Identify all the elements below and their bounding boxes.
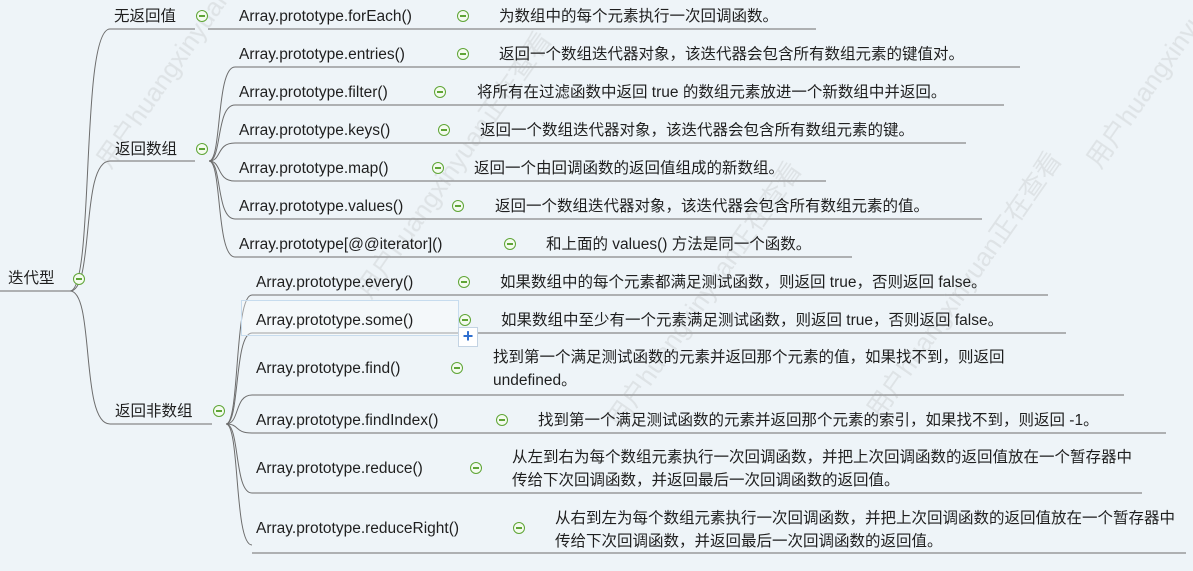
group-label: 无返回值 <box>114 8 177 25</box>
method-node[interactable]: Array.prototype.reduceRight() <box>256 519 459 539</box>
method-label: Array.prototype.keys() <box>239 122 391 139</box>
method-node[interactable]: Array.prototype.forEach() <box>239 7 412 27</box>
collapse-icon[interactable] <box>457 48 469 60</box>
collapse-icon[interactable] <box>452 200 464 212</box>
method-description: 返回一个数组迭代器对象，该迭代器会包含所有数组元素的键。 <box>480 122 915 139</box>
method-description: 和上面的 values() 方法是同一个函数。 <box>546 236 812 253</box>
method-description: 从左到右为每个数组元素执行一次回调函数，并把上次回调函数的返回值放在一个暂存器中… <box>512 449 1133 489</box>
collapse-icon[interactable] <box>458 276 470 288</box>
collapse-icon[interactable] <box>459 314 471 326</box>
method-label: Array.prototype.reduce() <box>256 460 423 477</box>
group-node[interactable]: 返回数组 <box>115 140 177 160</box>
root-label: 迭代型 <box>8 270 55 287</box>
method-label: Array.prototype.some() <box>256 312 414 329</box>
group-node[interactable]: 返回非数组 <box>115 402 193 422</box>
method-node[interactable]: Array.prototype.map() <box>239 159 389 179</box>
method-description: 返回一个数组迭代器对象，该迭代器会包含所有数组元素的值。 <box>495 198 930 215</box>
method-node[interactable]: Array.prototype.every() <box>256 273 413 293</box>
root-node[interactable]: 迭代型 <box>8 269 55 289</box>
method-node[interactable]: Array.prototype.entries() <box>239 45 405 65</box>
method-node[interactable]: Array.prototype.reduce() <box>256 459 423 479</box>
method-label: Array.prototype[@@iterator]() <box>239 236 443 253</box>
method-label: Array.prototype.entries() <box>239 46 405 63</box>
method-description: 如果数组中的每个元素都满足测试函数，则返回 true，否则返回 false。 <box>500 274 987 291</box>
method-label: Array.prototype.reduceRight() <box>256 520 460 537</box>
method-node[interactable]: Array.prototype[@@iterator]() <box>239 235 442 255</box>
group-node[interactable]: 无返回值 <box>114 7 176 27</box>
method-description: 返回一个数组迭代器对象，该迭代器会包含所有数组元素的键值对。 <box>499 46 965 63</box>
method-description: 返回一个由回调函数的返回值组成的新数组。 <box>474 160 785 177</box>
collapse-icon[interactable] <box>432 162 444 174</box>
group-label: 返回数组 <box>115 141 178 158</box>
collapse-icon[interactable] <box>73 273 85 285</box>
collapse-icon[interactable] <box>196 143 208 155</box>
collapse-icon[interactable] <box>457 10 469 22</box>
add-node-icon[interactable]: + <box>458 327 478 347</box>
collapse-icon[interactable] <box>434 86 446 98</box>
method-label: Array.prototype.findIndex() <box>256 412 439 429</box>
method-label: Array.prototype.find() <box>256 360 401 377</box>
method-node[interactable]: Array.prototype.findIndex() <box>256 411 438 431</box>
method-node[interactable]: Array.prototype.keys() <box>239 121 390 141</box>
collapse-icon[interactable] <box>470 462 482 474</box>
collapse-icon[interactable] <box>213 405 225 417</box>
method-node[interactable]: Array.prototype.filter() <box>239 83 388 103</box>
method-description: 找到第一个满足测试函数的元素并返回那个元素的值，如果找不到，则返回 undefi… <box>493 349 1005 389</box>
watermark-text: 用户huangxinyuan正在查看 <box>1080 0 1193 173</box>
method-label: Array.prototype.map() <box>239 160 389 177</box>
method-description: 从右到左为每个数组元素执行一次回调函数，并把上次回调函数的返回值放在一个暂存器中… <box>555 510 1176 550</box>
method-node[interactable]: Array.prototype.find() <box>256 359 400 379</box>
group-label: 返回非数组 <box>115 403 193 420</box>
method-description: 如果数组中至少有一个元素满足测试函数，则返回 true，否则返回 false。 <box>501 312 1004 329</box>
collapse-icon[interactable] <box>196 10 208 22</box>
collapse-icon[interactable] <box>438 124 450 136</box>
method-node[interactable]: Array.prototype.some() <box>256 311 413 331</box>
collapse-icon[interactable] <box>504 238 516 250</box>
collapse-icon[interactable] <box>496 414 508 426</box>
method-node[interactable]: Array.prototype.values() <box>239 197 403 217</box>
collapse-icon[interactable] <box>513 522 525 534</box>
method-description: 为数组中的每个元素执行一次回调函数。 <box>499 8 779 25</box>
method-description: 找到第一个满足测试函数的元素并返回那个元素的索引，如果找不到，则返回 -1。 <box>538 412 1099 429</box>
method-label: Array.prototype.forEach() <box>239 8 412 25</box>
method-label: Array.prototype.values() <box>239 198 404 215</box>
method-description: 将所有在过滤函数中返回 true 的数组元素放进一个新数组中并返回。 <box>477 84 947 101</box>
collapse-icon[interactable] <box>451 362 463 374</box>
method-label: Array.prototype.filter() <box>239 84 388 101</box>
method-label: Array.prototype.every() <box>256 274 414 291</box>
selected-node-outline <box>241 300 459 336</box>
